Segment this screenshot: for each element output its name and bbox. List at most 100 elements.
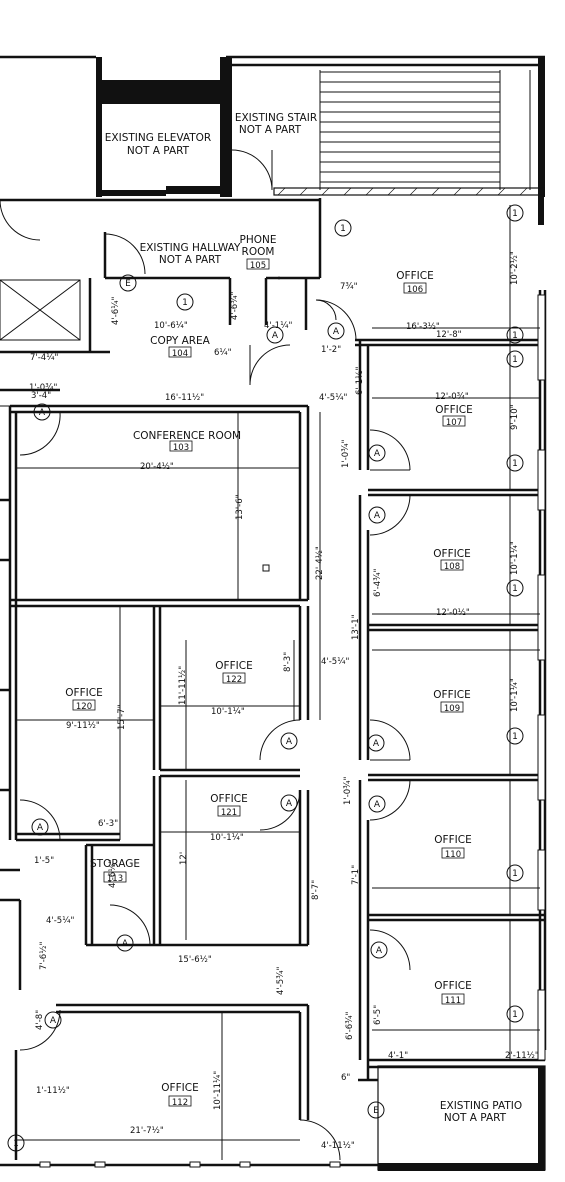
dimension-text: 4'-6½" <box>108 860 118 888</box>
dimension-text: 6'-1½" <box>355 367 365 395</box>
dimension-text: 12'-8" <box>436 330 462 340</box>
dimension-text: 6" <box>341 1073 350 1083</box>
core-walls <box>0 55 545 330</box>
tag-1: 1 <box>334 219 352 237</box>
dimension-text: 4'-6¾" <box>230 292 240 320</box>
room-name: EXISTING ELEVATOR <box>105 132 211 144</box>
dimension-text: 1'-11½" <box>36 1086 70 1096</box>
dimension-text: 10'-1¼" <box>211 707 245 717</box>
room-name: EXISTING PATIO <box>440 1100 522 1112</box>
tag-1: 1 <box>506 204 524 222</box>
svg-text:A: A <box>374 800 381 810</box>
dimension-text: 3'-4" <box>31 391 51 401</box>
door-tag-a: A <box>370 941 388 959</box>
room-number: 109 <box>444 704 460 714</box>
tag-1: 1 <box>7 1134 25 1152</box>
door-tag-a: A <box>367 734 385 752</box>
dimension-text: 1'-0¾" <box>29 383 57 393</box>
room-number: 112 <box>172 1098 188 1108</box>
dimension-text: 12' <box>179 852 189 865</box>
svg-text:A: A <box>376 946 383 956</box>
svg-text:A: A <box>122 939 129 949</box>
room-name: OFFICE <box>215 660 252 672</box>
room-number: 122 <box>226 675 242 685</box>
dimension-text: 8'-7" <box>311 880 321 900</box>
svg-text:A: A <box>39 408 46 418</box>
dimension-text: 6'-4¾" <box>373 569 383 597</box>
dimension-text: 11'-11½" <box>178 666 188 705</box>
dimension-text: 10'-11¼" <box>213 1071 223 1110</box>
dimension-text: 16'-3½" <box>406 322 440 332</box>
dimension-text: 10'-1¼" <box>510 678 520 712</box>
dimension-text: 4'-5¾" <box>276 967 286 995</box>
dimension-text: 1'-2" <box>321 345 341 355</box>
dimension-text: 10'-1¼" <box>210 833 244 843</box>
svg-text:A: A <box>373 739 380 749</box>
svg-text:A: A <box>333 327 340 337</box>
room-number: 103 <box>173 443 189 453</box>
dimension-text: 13'-6" <box>235 494 245 520</box>
svg-text:1: 1 <box>512 209 518 219</box>
dimension-text: 22'-4½" <box>315 546 325 580</box>
room-number: 108 <box>444 562 460 572</box>
dimension-text: 7¾" <box>340 282 358 292</box>
svg-text:1: 1 <box>512 355 518 365</box>
dimension-text: 4'-5¼" <box>321 657 349 667</box>
door-tag-a: A <box>116 934 134 952</box>
svg-text:1: 1 <box>13 1139 19 1149</box>
tag-1: 1 <box>506 326 524 344</box>
room-name: OFFICE <box>435 404 472 416</box>
room-sub: ROOM <box>242 246 275 258</box>
room-sub: NOT A PART <box>239 124 302 136</box>
dimension-text: 21'-7½" <box>130 1126 164 1136</box>
svg-text:A: A <box>272 331 279 341</box>
dimension-text: 1'-0¾" <box>341 440 351 468</box>
svg-text:1: 1 <box>512 732 518 742</box>
svg-text:1: 1 <box>512 1010 518 1020</box>
door-tag-a: A <box>44 1011 62 1029</box>
dimension-text: 4'-1" <box>388 1051 408 1061</box>
dimension-text: 8'-3" <box>283 652 293 672</box>
dimension-text: 4'-6¼" <box>111 297 121 325</box>
dimension-text: 4'-5¼" <box>319 393 347 403</box>
svg-text:E: E <box>373 1106 379 1116</box>
door-tag-a: A <box>33 403 51 421</box>
room-name: OFFICE <box>65 687 102 699</box>
room-sub: NOT A PART <box>127 145 190 157</box>
svg-text:1: 1 <box>512 584 518 594</box>
dimension-text: 10'-6¼" <box>154 321 188 331</box>
tag-1: 1 <box>506 864 524 882</box>
dimension-text: 7'-6½" <box>39 942 49 970</box>
dimension-text: 6¼" <box>214 348 232 358</box>
svg-text:A: A <box>374 511 381 521</box>
door-tag-a: A <box>31 818 49 836</box>
dimension-text: 7'-1" <box>351 865 361 885</box>
room-number: 107 <box>446 418 462 428</box>
room-name: OFFICE <box>396 270 433 282</box>
room-name: OFFICE <box>434 834 471 846</box>
dimension-text: 16'-11½" <box>165 393 204 403</box>
dimension-text: 13'-1" <box>351 614 361 640</box>
svg-text:A: A <box>374 449 381 459</box>
svg-text:1: 1 <box>182 298 188 308</box>
door-tag-a: A <box>327 322 345 340</box>
svg-text:E: E <box>125 279 131 289</box>
svg-text:A: A <box>50 1016 57 1026</box>
dimension-text: 4'-11½" <box>321 1141 355 1151</box>
door-tag-a: A <box>368 795 386 813</box>
room-name: STORAGE <box>90 858 140 870</box>
dimension-text: 10'-1¼" <box>510 541 520 575</box>
svg-text:A: A <box>286 737 293 747</box>
room-name: CONFERENCE ROOM <box>133 430 241 442</box>
dimension-text: 10'-2½" <box>510 251 520 285</box>
room-name: PHONE <box>240 234 277 246</box>
copy-area-doors <box>249 299 357 386</box>
room-sub: NOT A PART <box>159 254 222 266</box>
center-rooms <box>0 404 378 1168</box>
tag-1: 1 <box>506 1005 524 1023</box>
room-number: 110 <box>445 850 461 860</box>
room-name: COPY AREA <box>150 335 211 347</box>
dimension-text: 6'-3" <box>98 819 118 829</box>
dimension-text: 15'-7" <box>117 704 127 730</box>
left-area <box>0 199 110 407</box>
